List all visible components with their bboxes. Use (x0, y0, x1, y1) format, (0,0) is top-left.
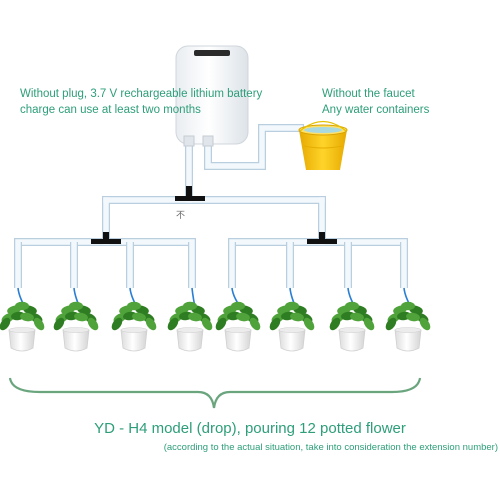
pot (120, 329, 148, 352)
potted-plant-icon (167, 301, 213, 352)
leaf (236, 312, 250, 322)
potted-plant-icon (385, 301, 431, 352)
leaf (69, 301, 83, 311)
pot (394, 329, 422, 352)
pot (338, 329, 366, 352)
leaf (419, 317, 431, 331)
potted-plant-icon (0, 301, 45, 352)
leaf (0, 317, 11, 331)
leaf (127, 301, 141, 311)
faucet-note: Without the faucet Any water containers (322, 86, 492, 118)
tee-connectors (91, 186, 337, 244)
potted-plant-icon (329, 301, 375, 352)
pot-rim (176, 327, 204, 333)
leaf (87, 317, 99, 331)
pot (176, 329, 204, 352)
leaf (285, 301, 299, 311)
pot (224, 329, 252, 352)
pot-rim (8, 327, 36, 333)
potted-plant-icon (111, 301, 157, 352)
pot-rim (338, 327, 366, 333)
faucet-note-line2: Any water containers (322, 104, 430, 116)
faucet-note-line1: Without the faucet (322, 88, 415, 100)
leaf (15, 301, 29, 311)
pot-rim (224, 327, 252, 333)
leaf (215, 317, 227, 331)
battery-note-line2: charge can use at least two months (20, 104, 201, 116)
leaf (303, 317, 315, 331)
potted-plant-icon (53, 301, 99, 352)
potted-plants (0, 301, 431, 352)
potted-plant-icon (215, 301, 261, 352)
leaf (401, 301, 415, 311)
caption-title: YD - H4 model (drop), pouring 12 potted … (94, 420, 406, 437)
battery-note: Without plug, 3.7 V rechargeable lithium… (20, 86, 310, 118)
water-pump-device (175, 45, 249, 147)
leaf (269, 317, 281, 331)
leaf (111, 317, 123, 331)
pot-rim (120, 327, 148, 333)
pot-rim (278, 327, 306, 333)
leaf (132, 312, 146, 322)
leaf (231, 301, 245, 311)
leaf (329, 317, 341, 331)
pot (62, 329, 90, 352)
leaf (183, 301, 197, 311)
tee-mark-text: 不 (176, 211, 186, 221)
caption-subtitle: (according to the actual situation, take… (163, 442, 498, 453)
leaf (363, 317, 375, 331)
leaf (350, 312, 364, 322)
leaf (345, 301, 359, 311)
drip-drops (14, 242, 415, 313)
pot-rim (62, 327, 90, 333)
curly-brace (8, 377, 422, 409)
leaf (188, 312, 202, 322)
leaf (74, 312, 88, 322)
pot (8, 329, 36, 352)
battery-note-line1: Without plug, 3.7 V rechargeable lithium… (20, 88, 263, 100)
potted-plant-icon (269, 301, 315, 352)
leaf (290, 312, 304, 322)
bucket-icon (298, 120, 348, 170)
pot-rim (394, 327, 422, 333)
leaf (33, 317, 45, 331)
pot (278, 329, 306, 352)
leaf (20, 312, 34, 322)
leaf (167, 317, 179, 331)
leaf (145, 317, 157, 331)
main-tee-connector (175, 196, 205, 201)
leaf (406, 312, 420, 322)
leaf (385, 317, 397, 331)
leaf (249, 317, 261, 331)
leaf (53, 317, 65, 331)
leaf (201, 317, 213, 331)
